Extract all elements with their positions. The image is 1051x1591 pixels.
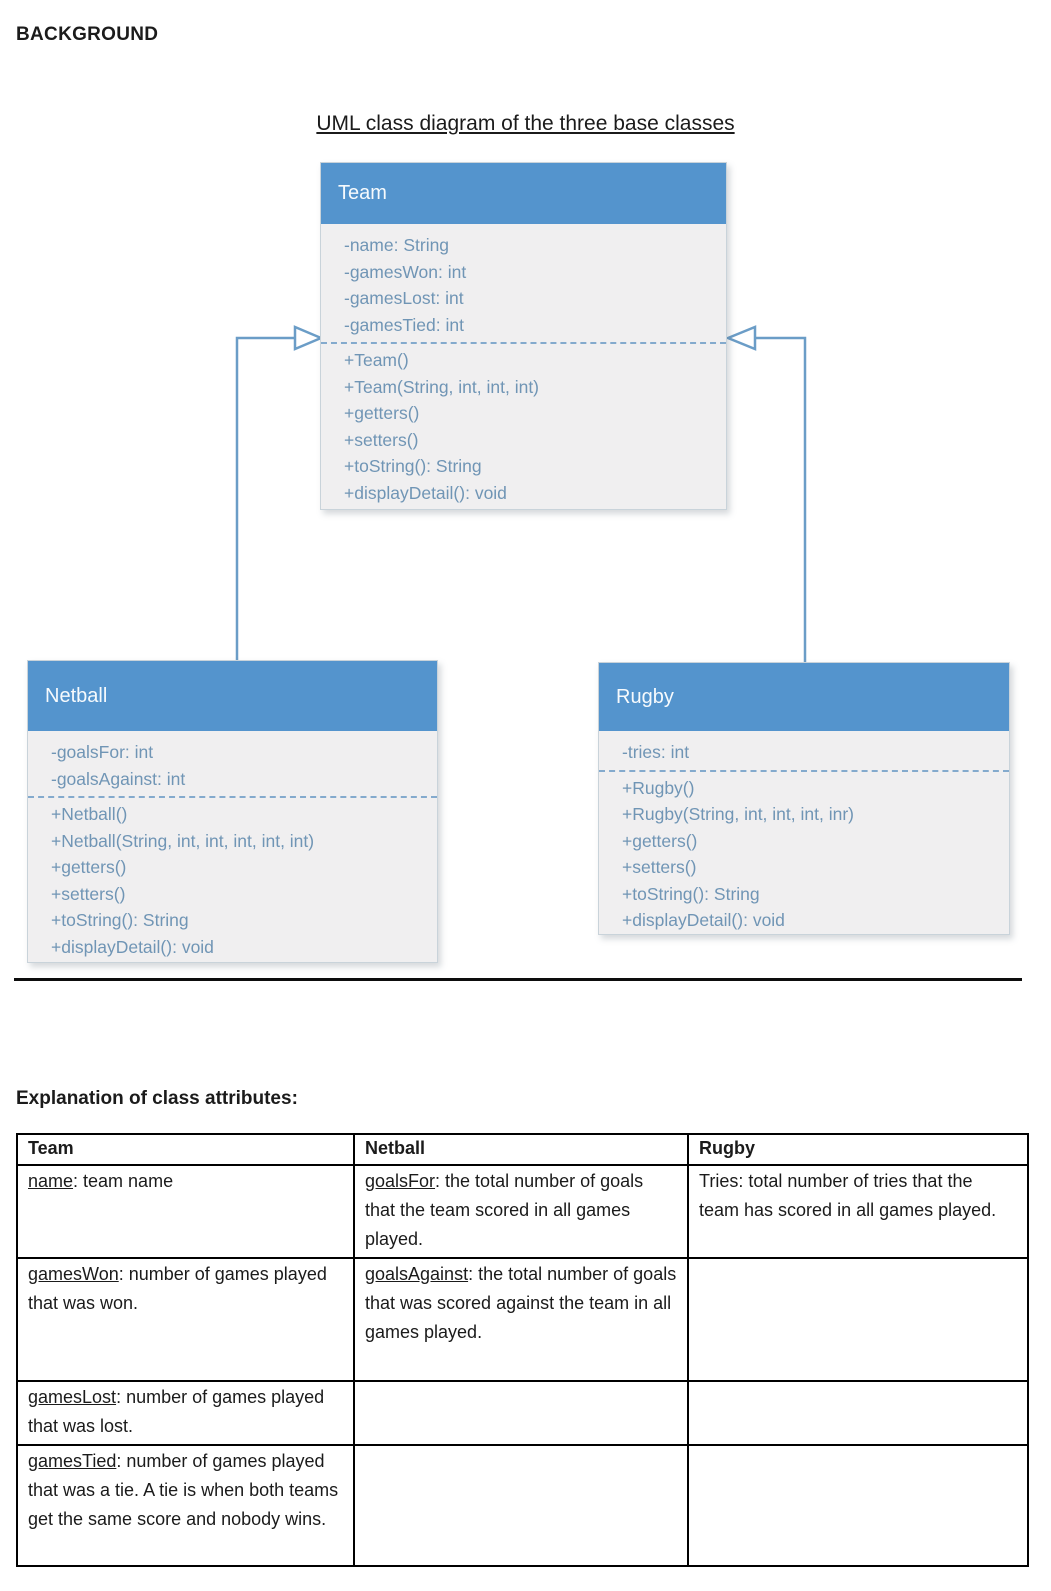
uml-rugby-attributes: -tries: int xyxy=(599,739,1009,766)
uml-attribute: -gamesTied: int xyxy=(344,314,464,335)
uml-class-team: Team -name: String -gamesWon: int -gamesLo… xyxy=(320,162,727,510)
explanation-heading: Explanation of class attributes: xyxy=(16,1088,298,1109)
uml-method: +displayDetail(): void xyxy=(51,936,214,957)
uml-class-netball-body: -goalsFor: int -goalsAgainst: int +Netbal… xyxy=(28,731,437,963)
background-heading: BACKGROUND xyxy=(16,24,159,45)
uml-team-attributes: -name: String -gamesWon: int -gamesLost: i… xyxy=(321,232,726,338)
uml-attribute: -gamesLost: int xyxy=(344,288,464,308)
attribute-term: gamesWon xyxy=(28,1264,119,1284)
uml-attribute: -tries: int xyxy=(622,742,690,762)
table-cell xyxy=(687,1444,1029,1567)
attribute-description: : the total number of goals that the tea… xyxy=(365,1171,644,1249)
table-cell: Tries: total number of tries that the te… xyxy=(687,1164,1029,1259)
table-cell xyxy=(687,1257,1029,1382)
inheritance-arrowhead-netball xyxy=(293,325,325,351)
table-row: gamesTied: number of games played that w… xyxy=(16,1444,1029,1567)
uml-class-rugby-body: -tries: int +Rugby() +Rugby(String, int, … xyxy=(599,731,1009,935)
inheritance-arrowhead-rugby xyxy=(724,325,757,351)
uml-method: +toString(): String xyxy=(51,910,189,930)
uml-method: +displayDetail(): void xyxy=(344,482,507,503)
uml-rugby-methods: +Rugby() +Rugby(String, int, int, int, in… xyxy=(599,775,1009,934)
uml-method: +Rugby() xyxy=(622,777,695,798)
uml-method: +Netball(String, int, int, int, int, int… xyxy=(51,830,315,851)
attribute-term: gamesLost xyxy=(28,1387,117,1407)
uml-method: +setters() xyxy=(622,857,697,877)
uml-class-netball: Netball -goalsFor: int -goalsAgainst: int… xyxy=(27,660,438,963)
uml-method: +getters() xyxy=(622,830,698,851)
table-cell xyxy=(687,1380,1029,1446)
attribute-description: : team name xyxy=(73,1171,174,1191)
attribute-description: : total number of tries that the team ha… xyxy=(699,1171,997,1220)
table-cell xyxy=(353,1380,689,1446)
table-cell xyxy=(353,1444,689,1567)
table-row: gamesWon: number of games played that wa… xyxy=(16,1257,1029,1382)
table-cell: gamesWon: number of games played that wa… xyxy=(16,1257,355,1382)
uml-class-team-body: -name: String -gamesWon: int -gamesLost: i… xyxy=(321,224,726,510)
table-header-rugby: Rugby xyxy=(687,1133,1029,1166)
attribute-description: : number of games played that was lost. xyxy=(28,1387,325,1436)
uml-netball-attributes: -goalsFor: int -goalsAgainst: int xyxy=(28,739,437,792)
uml-separator xyxy=(321,342,726,344)
attribute-term: goalsAgainst xyxy=(365,1264,469,1284)
uml-class-rugby-title: Rugby xyxy=(599,663,1009,731)
table-cell: name: team name xyxy=(16,1164,355,1259)
table-cell: goalsFor: the total number of goals that… xyxy=(353,1164,689,1259)
rugby-inheritance-line xyxy=(756,336,807,662)
table-header-netball: Netball xyxy=(353,1133,689,1166)
uml-method: +setters() xyxy=(51,883,126,904)
table-header-team: Team xyxy=(16,1133,355,1166)
uml-attribute: -gamesWon: int xyxy=(344,261,467,282)
attribute-description: : the total number of goals that was sco… xyxy=(365,1264,677,1342)
table-cell: gamesLost: number of games played that w… xyxy=(16,1380,355,1446)
uml-method: +getters() xyxy=(51,857,127,877)
uml-separator xyxy=(599,769,1009,772)
netball-inheritance-line xyxy=(235,336,296,660)
uml-team-methods: +Team() +Team(String, int, int, int) +gett… xyxy=(321,347,726,506)
uml-method: +setters() xyxy=(344,429,419,450)
uml-method: +Rugby(String, int, int, int, inr) xyxy=(622,804,854,824)
uml-attribute: -goalsFor: int xyxy=(51,742,154,762)
uml-attribute: -name: String xyxy=(344,235,450,255)
uml-class-team-title: Team xyxy=(321,163,726,224)
uml-separator xyxy=(28,796,437,798)
attribute-term: gamesTied xyxy=(28,1451,117,1471)
uml-method: +Team() xyxy=(344,350,409,370)
section-divider xyxy=(14,978,1022,981)
attribute-term: goalsFor xyxy=(365,1171,436,1191)
attribute-term: Tries xyxy=(699,1171,739,1191)
uml-attribute: -goalsAgainst: int xyxy=(51,768,186,789)
uml-method: +Team(String, int, int, int) xyxy=(344,376,540,397)
table-cell: gamesTied: number of games played that w… xyxy=(16,1444,355,1567)
uml-class-rugby: Rugby -tries: int +Rugby() +Rugby(String,… xyxy=(598,662,1010,935)
uml-netball-methods: +Netball() +Netball(String, int, int, int… xyxy=(28,801,437,960)
attribute-description: : number of games played that was a tie.… xyxy=(28,1451,339,1529)
uml-method: +toString(): String xyxy=(344,456,482,476)
table-cell: goalsAgainst: the total number of goals … xyxy=(353,1257,689,1382)
diagram-title: UML class diagram of the three base clas… xyxy=(316,112,735,135)
uml-method: +getters() xyxy=(344,403,420,423)
table-header-row: Team Netball Rugby xyxy=(16,1133,1029,1166)
uml-method: +toString(): String xyxy=(622,883,760,904)
uml-method: +displayDetail(): void xyxy=(622,910,785,930)
attribute-description: : number of games played that was won. xyxy=(28,1264,327,1313)
attribute-term: name xyxy=(28,1171,74,1191)
table-row: gamesLost: number of games played that w… xyxy=(16,1380,1029,1446)
uml-method: +Netball() xyxy=(51,804,128,824)
uml-class-netball-title: Netball xyxy=(28,661,437,731)
